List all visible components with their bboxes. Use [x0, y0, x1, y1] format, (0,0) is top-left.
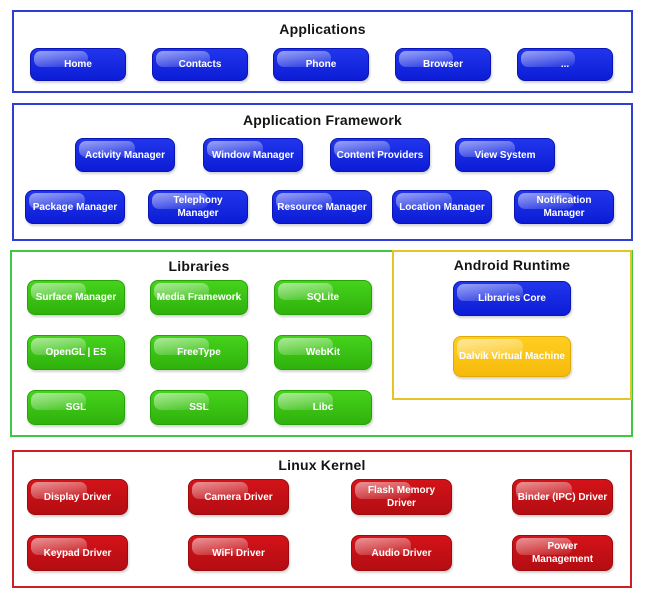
package-manager-button[interactable]: Package Manager	[25, 190, 125, 224]
activity-manager-button[interactable]: Activity Manager	[75, 138, 175, 172]
libraries-title: Libraries	[168, 258, 230, 274]
app-contacts-button[interactable]: Contacts	[152, 48, 248, 81]
android-runtime-section: Android Runtime Libraries Core Dalvik Vi…	[392, 250, 632, 400]
webkit-button[interactable]: WebKit	[274, 335, 372, 370]
camera-driver-button[interactable]: Camera Driver	[188, 479, 289, 515]
ssl-button[interactable]: SSL	[150, 390, 248, 425]
sqlite-button[interactable]: SQLite	[274, 280, 372, 315]
sgl-button[interactable]: SGL	[27, 390, 125, 425]
wifi-driver-button[interactable]: WiFi Driver	[188, 535, 289, 571]
keypad-driver-button[interactable]: Keypad Driver	[27, 535, 128, 571]
linux-kernel-section: Linux Kernel Display Driver Camera Drive…	[12, 450, 632, 588]
display-driver-button[interactable]: Display Driver	[27, 479, 128, 515]
libc-button[interactable]: Libc	[274, 390, 372, 425]
window-manager-button[interactable]: Window Manager	[203, 138, 303, 172]
media-framework-button[interactable]: Media Framework	[150, 280, 248, 315]
app-more-button[interactable]: ...	[517, 48, 613, 81]
power-management-button[interactable]: Power Management	[512, 535, 613, 571]
libraries-core-button[interactable]: Libraries Core	[453, 281, 571, 316]
notification-manager-button[interactable]: Notification Manager	[514, 190, 614, 224]
content-providers-button[interactable]: Content Providers	[330, 138, 430, 172]
surface-manager-button[interactable]: Surface Manager	[27, 280, 125, 315]
application-framework-section: Application Framework Activity Manager W…	[12, 103, 633, 241]
flash-memory-driver-button[interactable]: Flash Memory Driver	[351, 479, 452, 515]
view-system-button[interactable]: View System	[455, 138, 555, 172]
applications-title: Applications	[279, 21, 366, 37]
app-browser-button[interactable]: Browser	[395, 48, 491, 81]
dalvik-virtual-machine-button[interactable]: Dalvik Virtual Machine	[453, 336, 571, 377]
resource-manager-button[interactable]: Resource Manager	[272, 190, 372, 224]
linux-kernel-title: Linux Kernel	[278, 457, 366, 473]
application-framework-title: Application Framework	[242, 112, 402, 128]
audio-driver-button[interactable]: Audio Driver	[351, 535, 452, 571]
location-manager-button[interactable]: Location Manager	[392, 190, 492, 224]
freetype-button[interactable]: FreeType	[150, 335, 248, 370]
android-runtime-title: Android Runtime	[453, 257, 571, 273]
applications-section: Applications Home Contacts Phone Browser…	[12, 10, 633, 93]
telephony-manager-button[interactable]: Telephony Manager	[148, 190, 248, 224]
binder-ipc-driver-button[interactable]: Binder (IPC) Driver	[512, 479, 613, 515]
app-home-button[interactable]: Home	[30, 48, 126, 81]
opengl-es-button[interactable]: OpenGL | ES	[27, 335, 125, 370]
app-phone-button[interactable]: Phone	[273, 48, 369, 81]
